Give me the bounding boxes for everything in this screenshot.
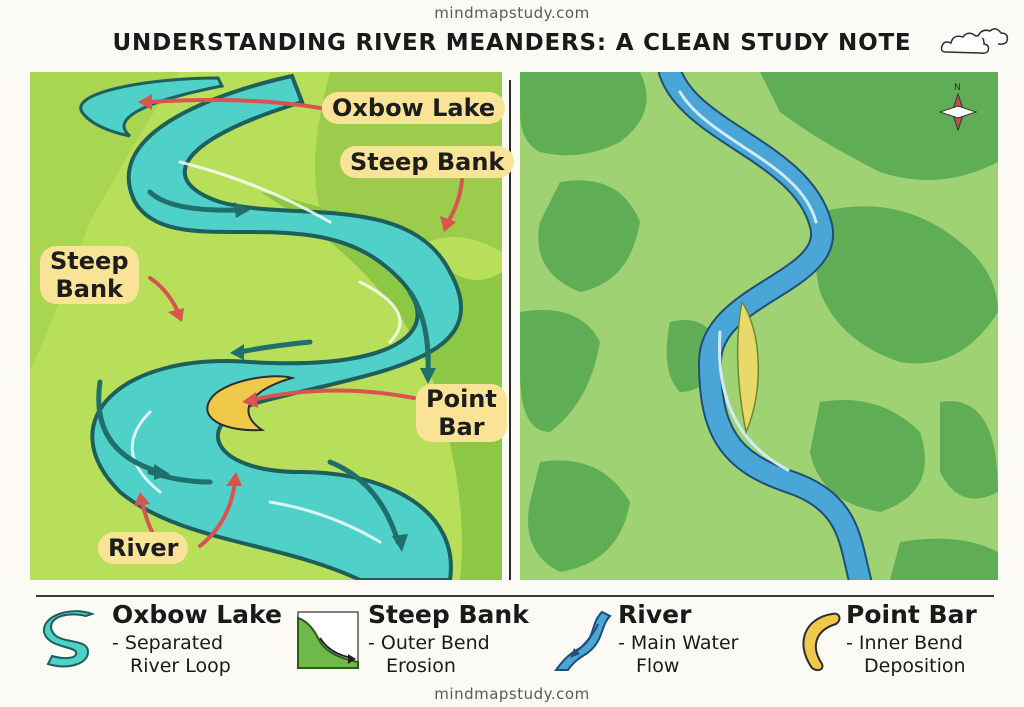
cloud-icon	[938, 16, 1010, 62]
legend-item-river: River - Main Water Flow	[546, 600, 776, 684]
legend-river-desc-line1: - Main Water	[618, 632, 738, 654]
steep-bank-icon	[296, 608, 362, 674]
label-point-line2: Bar	[438, 413, 484, 441]
legend-item-point-bar: Point Bar - Inner Bend Deposition	[786, 600, 986, 684]
legend-oxbow-desc-line2: River Loop	[112, 655, 231, 677]
aerial-map: N	[520, 72, 998, 580]
site-url-top: mindmapstudy.com	[0, 4, 1024, 22]
legend-divider	[36, 595, 994, 597]
legend-point-desc-line1: - Inner Bend	[846, 632, 963, 654]
legend-steep-desc-line1: - Outer Bend	[368, 632, 490, 654]
label-point-bar: Point Bar	[416, 384, 507, 442]
label-river: River	[98, 532, 188, 564]
legend-river-title: River	[618, 600, 691, 629]
legend-item-steep-bank: Steep Bank - Outer Bend Erosion	[296, 600, 536, 684]
page-title: UNDERSTANDING RIVER MEANDERS: A CLEAN ST…	[0, 30, 1024, 56]
legend-point-desc-line2: Deposition	[846, 655, 966, 677]
legend-oxbow-desc: - Separated River Loop	[112, 632, 231, 678]
compass-north-label: N	[954, 83, 961, 93]
legend-point-title: Point Bar	[846, 600, 977, 629]
legend-steep-desc-line2: Erosion	[368, 655, 456, 677]
legend-oxbow-desc-line1: - Separated	[112, 632, 223, 654]
label-oxbow-lake: Oxbow Lake	[322, 92, 505, 124]
point-bar-icon	[786, 608, 848, 674]
legend-river-desc-line2: Flow	[618, 655, 679, 677]
river-icon	[546, 608, 612, 674]
label-steep-line2: Bank	[55, 275, 123, 303]
label-steep-line1: Steep	[50, 247, 129, 275]
label-point-line1: Point	[426, 385, 497, 413]
legend-river-desc: - Main Water Flow	[618, 632, 738, 678]
legend-point-desc: - Inner Bend Deposition	[846, 632, 966, 678]
legend-steep-desc: - Outer Bend Erosion	[368, 632, 490, 678]
oxbow-icon	[40, 608, 106, 674]
label-steep-bank-right: Steep Bank	[340, 146, 514, 178]
legend-steep-title: Steep Bank	[368, 600, 529, 629]
label-steep-bank-left: Steep Bank	[40, 246, 139, 304]
legend-oxbow-title: Oxbow Lake	[112, 600, 282, 629]
site-url-bottom: mindmapstudy.com	[0, 685, 1024, 703]
legend-item-oxbow: Oxbow Lake - Separated River Loop	[40, 600, 280, 684]
